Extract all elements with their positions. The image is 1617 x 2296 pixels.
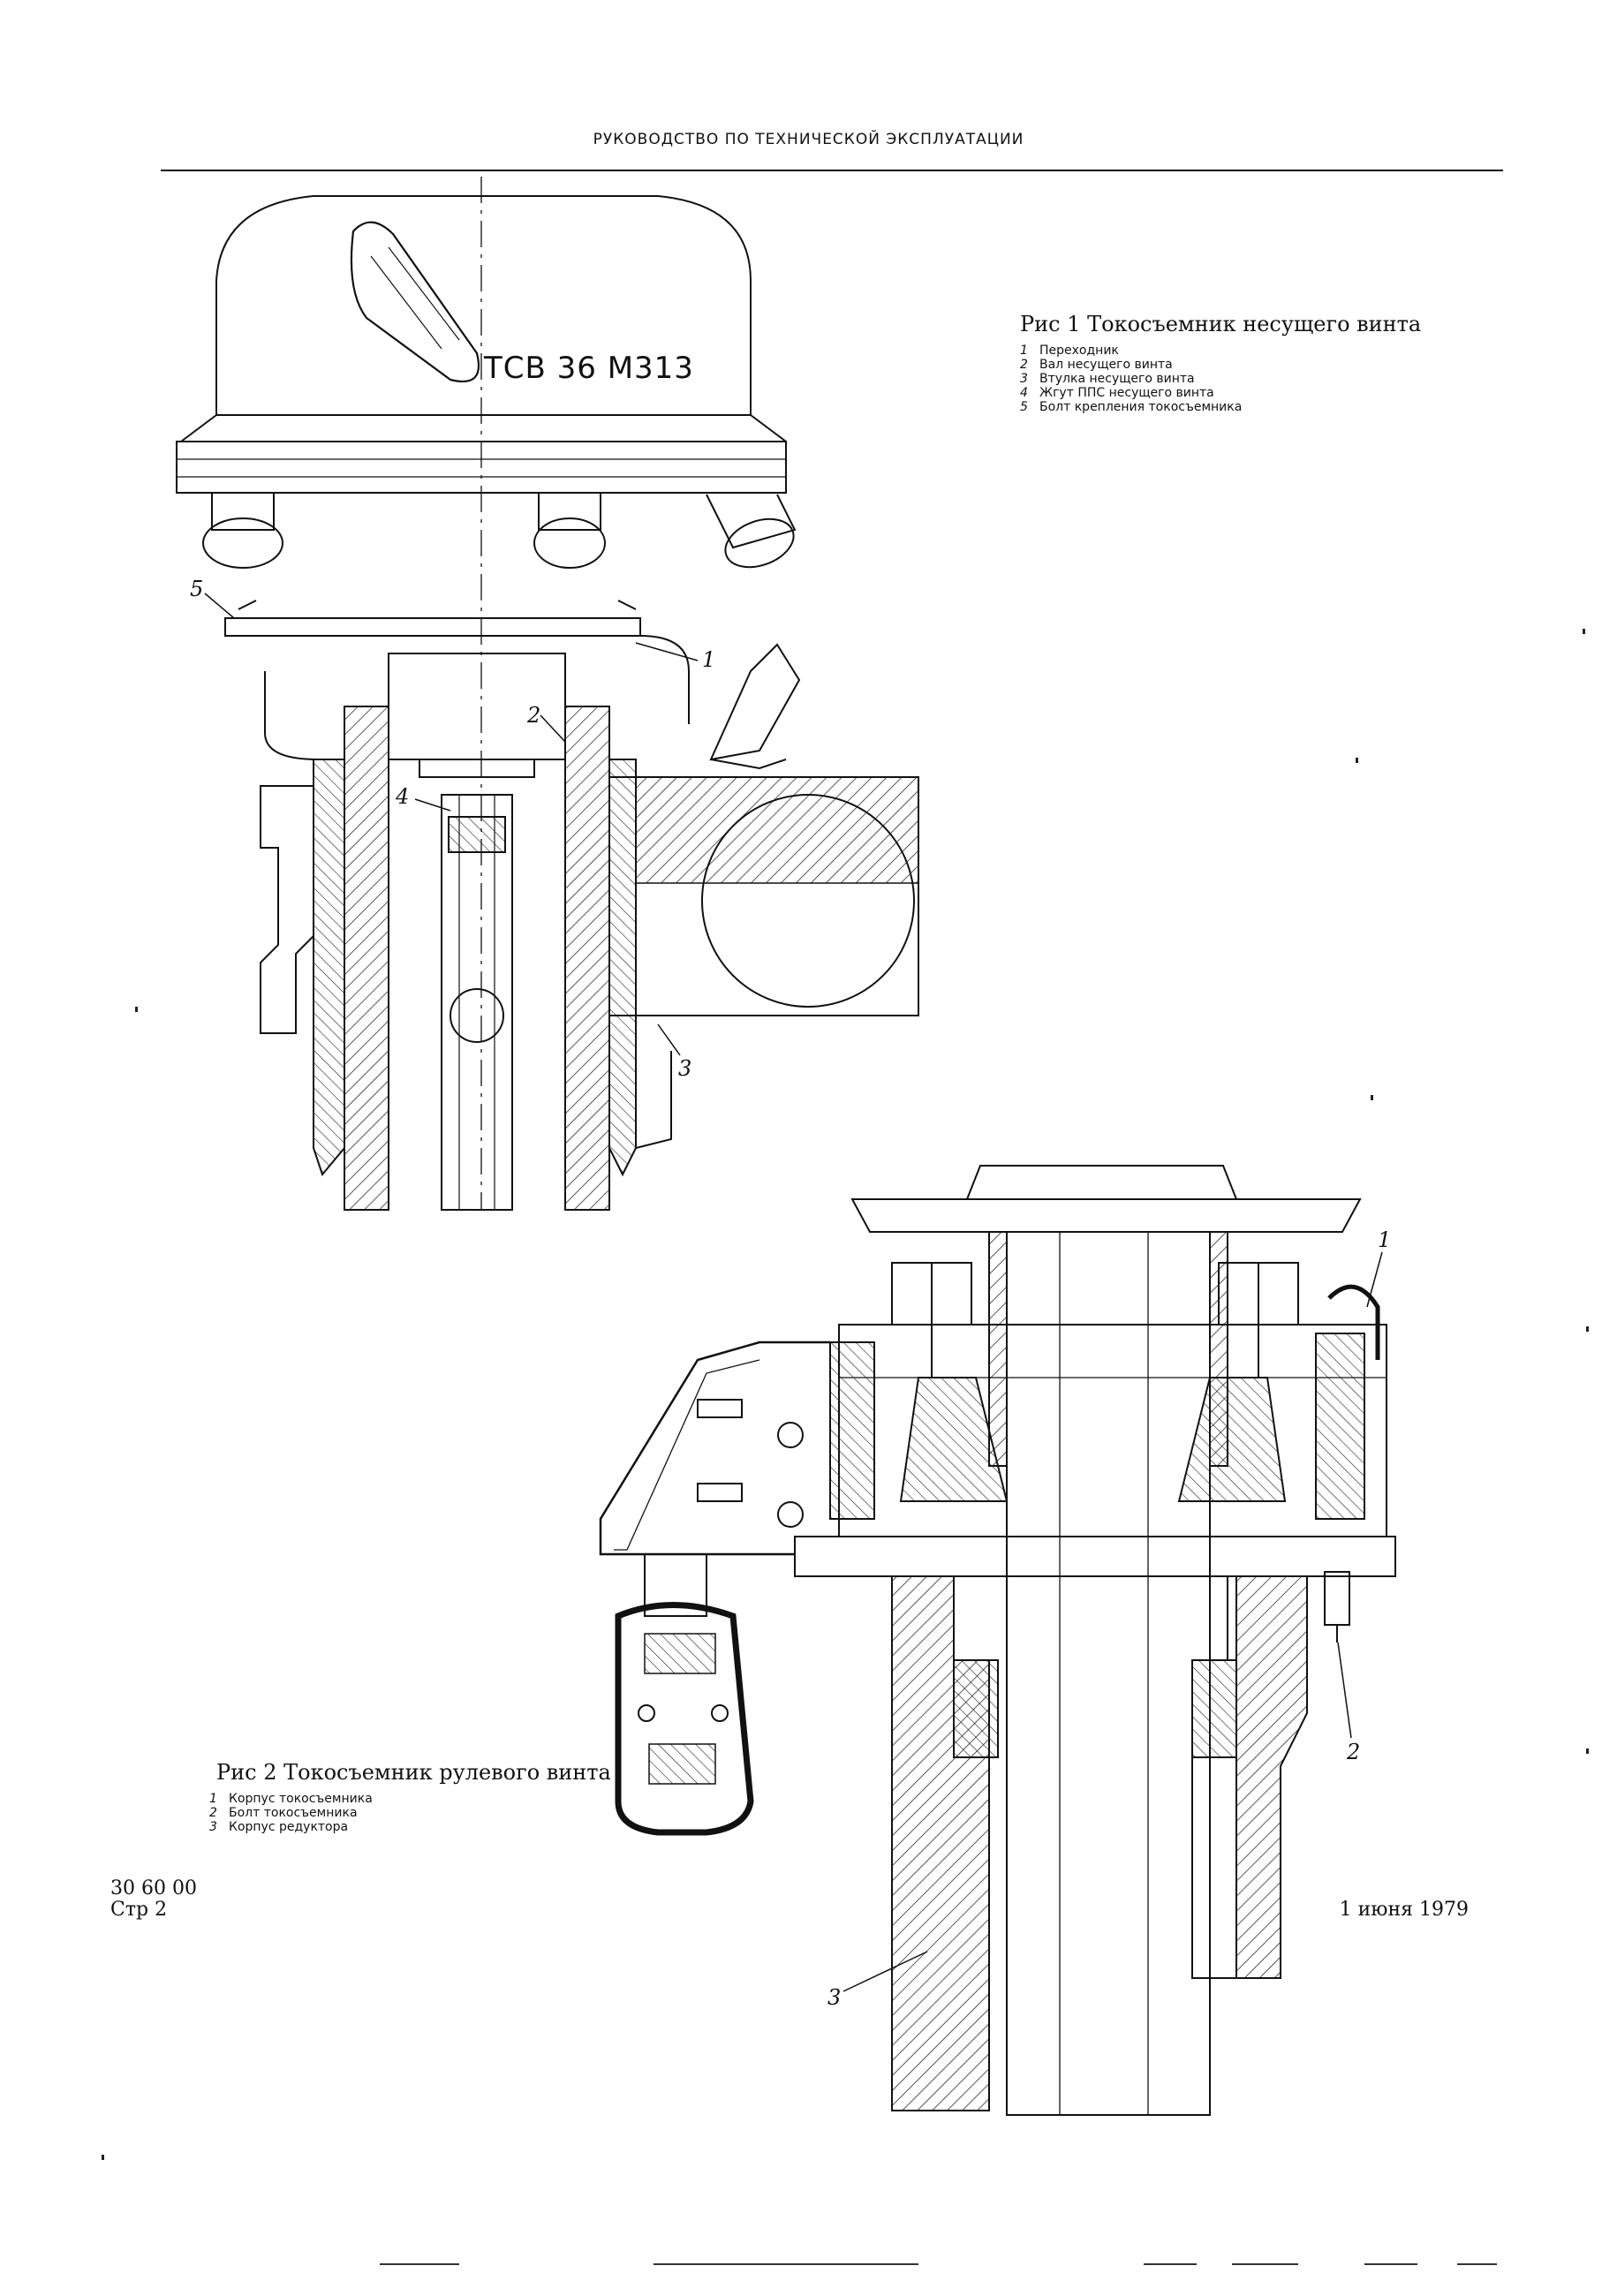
bottom-rule [1144,2263,1197,2265]
bottom-rule [1457,2263,1497,2265]
callout-3: 3 [827,1985,841,2010]
figure1-drawing [176,177,919,1211]
callout-2: 2 [526,703,540,728]
scan-speck [1586,1748,1589,1754]
scan-speck [102,2155,104,2160]
footer-code-block: 30 60 00 Стр 2 [110,1878,197,1921]
bottom-rule [1232,2263,1298,2265]
callout-1: 1 [702,647,715,672]
header-rule [161,170,1503,171]
bottom-rule [654,2263,918,2265]
scan-speck [135,1007,138,1012]
scan-speck [1356,758,1358,763]
scan-speck [1586,1326,1589,1332]
callout-3: 3 [678,1056,691,1081]
revision-date: 1 июня 1979 [1339,1899,1469,1921]
figure1-callouts: 5 1 2 4 3 [190,577,715,1081]
callout-1: 1 [1378,1227,1391,1252]
figure2-caption: Рис 2 Токосъемник рулевого винта [216,1760,611,1785]
scan-speck [1583,629,1585,634]
bottom-rule [380,2263,459,2265]
page-header: РУКОВОДСТВО ПО ТЕХНИЧЕСКОЙ ЭКСПЛУАТАЦИИ [593,131,1024,148]
callout-5: 5 [190,577,203,601]
figure2-drawing [599,1165,1396,2116]
scan-speck [1371,1095,1373,1100]
page-number: Стр 2 [110,1899,168,1921]
bottom-rule [1364,2263,1417,2265]
callout-4: 4 [395,784,409,809]
figure1-caption: Рис 1 Токосъемник несущего винта [1020,312,1422,336]
document-code: 30 60 00 [110,1877,197,1899]
callout-2: 2 [1346,1740,1360,1764]
figure2-callouts: 1 2 3 [827,1227,1391,2010]
stamp-label: ТСВ 36 М313 [484,351,694,386]
